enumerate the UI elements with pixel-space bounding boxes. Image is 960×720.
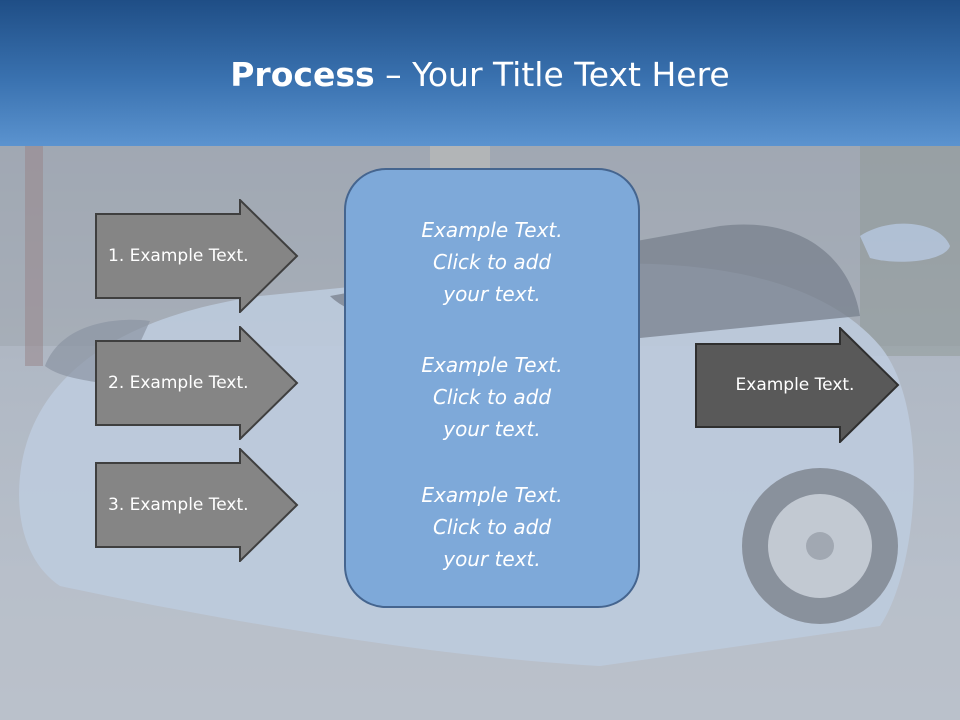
slide-title[interactable]: Process – Your Title Text Here (0, 52, 960, 98)
panel-block-3-line-1: Example Text. (421, 483, 563, 507)
arrow-step-2-label: 2. Example Text. (108, 373, 249, 393)
panel-block-3-line-2: Click to add (432, 515, 552, 539)
panel-block-1-line-1: Example Text. (421, 218, 563, 242)
arrow-step-3[interactable]: 3. Example Text. (95, 448, 299, 562)
title-bar: Process – Your Title Text Here (0, 0, 960, 146)
panel-block-1-line-3: your text. (443, 282, 541, 306)
panel-block-1-line-2: Click to add (432, 250, 552, 274)
arrow-step-3-label: 3. Example Text. (108, 495, 249, 515)
center-text-panel[interactable]: Example Text. Click to add your text. Ex… (344, 168, 640, 608)
arrow-result-label: Example Text. (735, 375, 855, 395)
panel-block-2-line-1: Example Text. (421, 353, 563, 377)
panel-block-2-line-2: Click to add (432, 385, 552, 409)
panel-text-block-1[interactable]: Example Text. Click to add your text. (346, 214, 638, 310)
arrow-step-1-label: 1. Example Text. (108, 246, 249, 266)
arrow-right-shape (95, 326, 299, 440)
arrow-right-shape (95, 199, 299, 313)
arrow-step-1[interactable]: 1. Example Text. (95, 199, 299, 313)
panel-block-2-line-3: your text. (443, 417, 541, 441)
title-rest: – Your Title Text Here (374, 55, 730, 94)
arrow-result[interactable]: Example Text. (695, 327, 900, 443)
arrow-right-shape (95, 448, 299, 562)
arrow-right-shape (695, 327, 900, 443)
panel-text-block-3[interactable]: Example Text. Click to add your text. (346, 479, 638, 575)
title-bold: Process (230, 55, 375, 94)
panel-block-3-line-3: your text. (443, 547, 541, 571)
panel-text-block-2[interactable]: Example Text. Click to add your text. (346, 349, 638, 445)
arrow-step-2[interactable]: 2. Example Text. (95, 326, 299, 440)
